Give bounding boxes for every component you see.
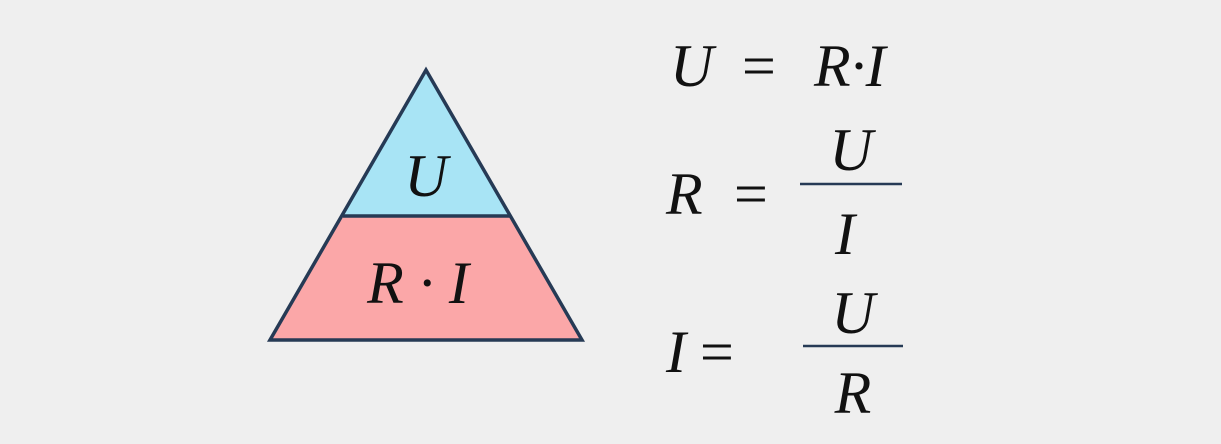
formula-resistance-equals: =	[734, 161, 768, 227]
formula-current: I = U R	[665, 280, 903, 426]
formula-current-numerator: U	[831, 280, 878, 346]
formula-voltage-lhs: U	[670, 33, 717, 99]
formula-resistance-numerator: U	[829, 117, 876, 183]
formula-resistance: R = U I	[665, 117, 902, 267]
formula-current-lhs: I	[665, 319, 689, 385]
formula-resistance-lhs: R	[665, 161, 703, 227]
ohms-law-triangle: U R · I	[266, 66, 586, 342]
triangle-bottom-section	[270, 216, 582, 340]
triangle-outline	[266, 66, 586, 342]
triangle-bottom-label: R · I	[366, 250, 472, 316]
triangle-top-label: U	[404, 143, 451, 209]
formula-resistance-denominator: I	[834, 201, 858, 267]
formula-voltage-equals: =	[742, 33, 776, 99]
formula-current-denominator: R	[834, 360, 872, 426]
triangle-top-section	[343, 70, 510, 216]
formula-voltage: U = R·I	[670, 33, 889, 99]
formula-voltage-rhs: R·I	[813, 33, 889, 99]
formula-current-equals: =	[700, 319, 734, 385]
